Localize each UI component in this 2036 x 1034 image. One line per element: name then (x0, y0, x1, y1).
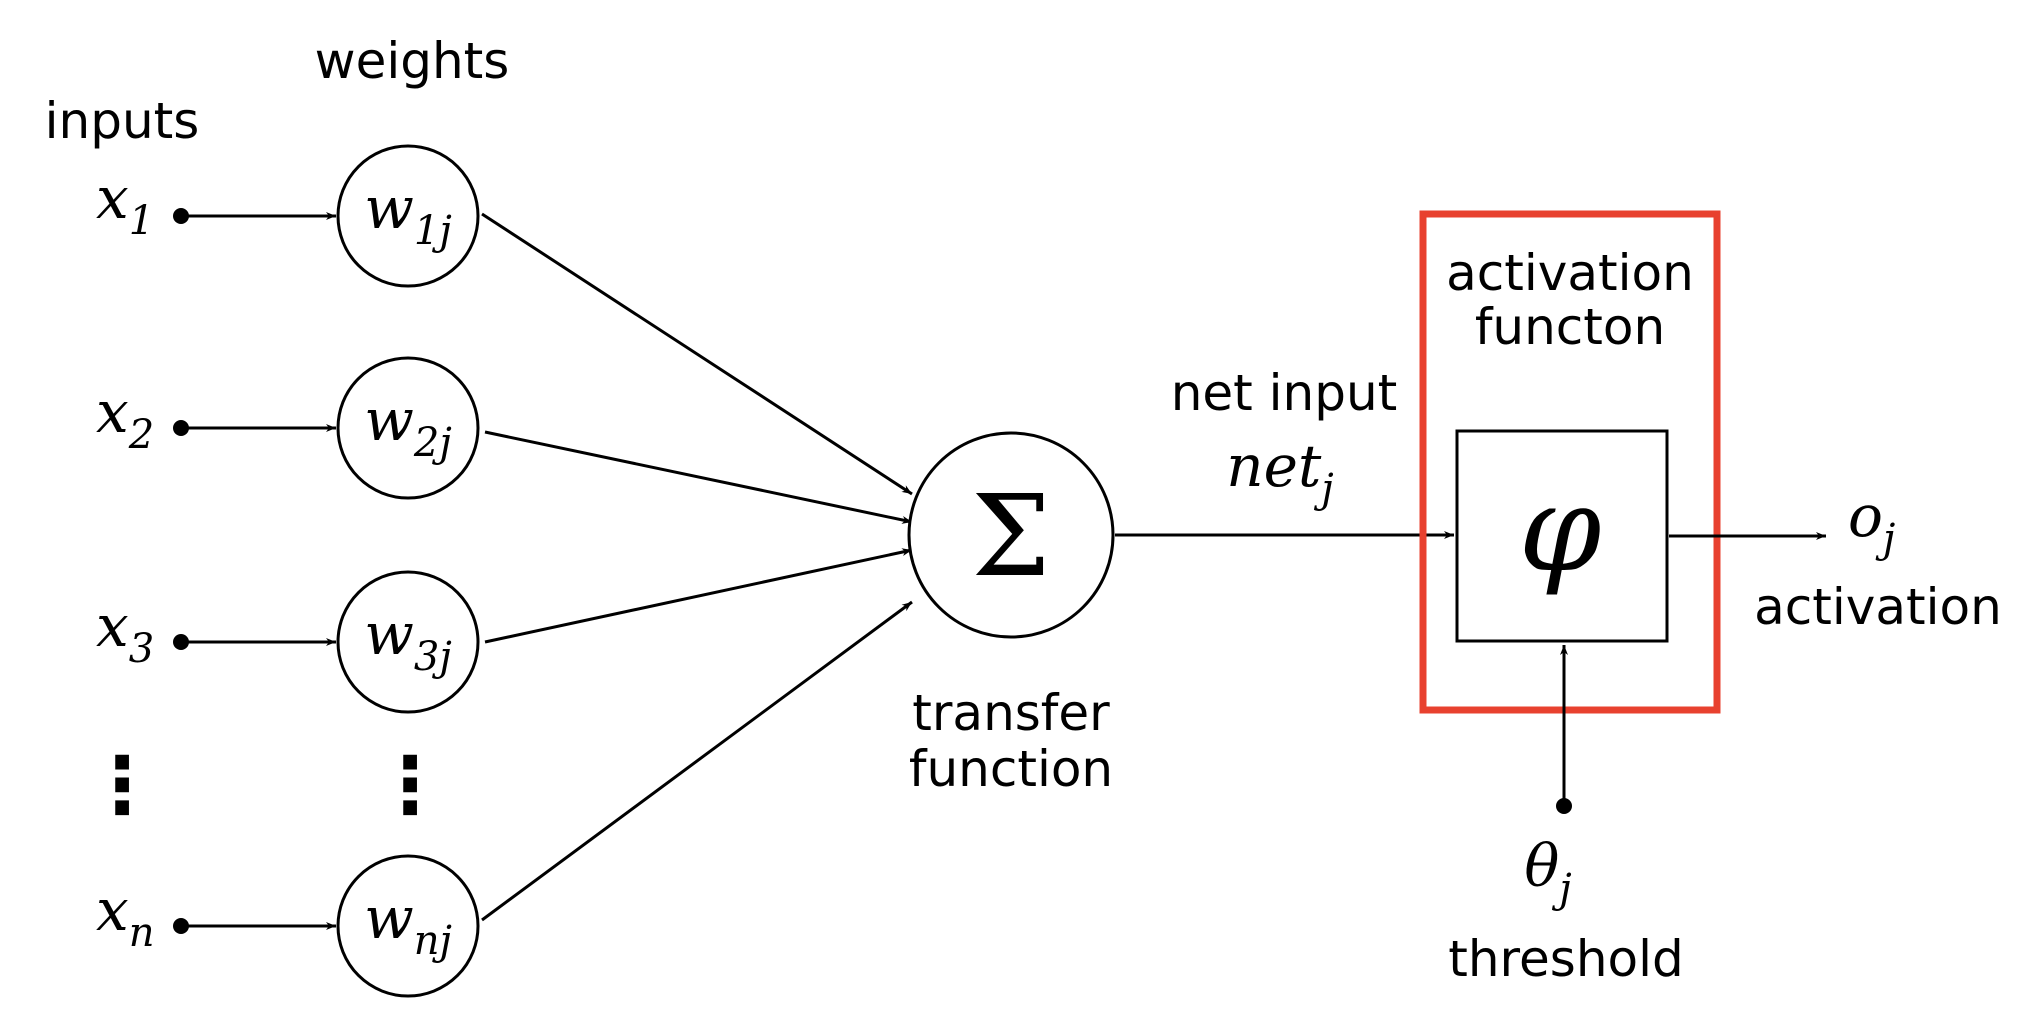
weight-w3j-label: w3j (364, 600, 452, 680)
weight-node-n (336, 854, 480, 998)
weight-w1j-label: w1j (364, 174, 452, 254)
activation-function-label-line1: activation (1446, 244, 1694, 302)
output-oj-label: oj (1848, 482, 1895, 562)
weight-node-2 (336, 356, 480, 500)
input-xn-label: xn (96, 876, 154, 956)
weight-node-3 (336, 570, 480, 714)
inputs-label: inputs (45, 92, 200, 150)
weight-node-1 (336, 144, 480, 288)
activation-function-label-line2: functon (1475, 298, 1665, 356)
threshold-label: threshold (1448, 930, 1683, 988)
input-row-2: x2 w2j (96, 356, 480, 500)
weight-w2j-label: w2j (364, 386, 452, 466)
activation-label: activation (1754, 578, 2002, 636)
input-x2-label: x2 (96, 378, 154, 458)
input-row-3: x3 w3j (96, 570, 480, 714)
net-j-label: netj (1226, 432, 1333, 512)
weight-ellipsis: ⋮ (371, 741, 449, 831)
weight-to-sum-arrow (484, 430, 913, 524)
weight-to-sum-arrow (481, 212, 913, 496)
input-x3-label: x3 (96, 592, 154, 672)
theta-j-label: θj (1524, 832, 1571, 912)
input-row-1: x1 w1j (96, 144, 480, 288)
weights-label: weights (315, 32, 510, 90)
net-input-label: net input (1171, 364, 1398, 422)
input-row-n: xn wnj (96, 854, 480, 998)
weight-wnj-label: wnj (364, 884, 452, 964)
transfer-label-line2: function (909, 740, 1113, 798)
phi-symbol: φ (1519, 460, 1602, 598)
sigma-symbol: Σ (971, 472, 1050, 602)
weight-to-sum-arrow (484, 548, 913, 644)
summation-node (907, 431, 1115, 639)
transfer-label-line1: transfer (912, 684, 1110, 742)
weight-to-sum-arrow (481, 600, 913, 922)
input-ellipsis: ⋮ (83, 741, 161, 831)
activation-highlight-box (1419, 210, 1721, 714)
threshold-dot (1556, 798, 1572, 814)
activation-function-box (1455, 429, 1669, 643)
input-x1-label: x1 (96, 164, 154, 244)
